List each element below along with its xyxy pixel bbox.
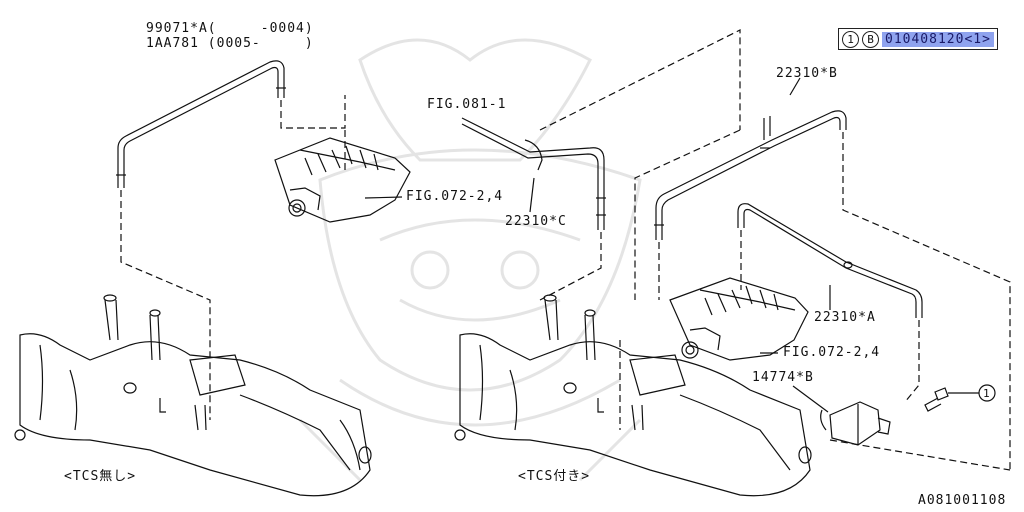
throttle-body-lower-right bbox=[669, 277, 809, 361]
left-dashed-guides bbox=[120, 95, 346, 420]
label-22310b: 22310*B bbox=[776, 66, 838, 81]
label-hose-line1: 99071*A( -0004) bbox=[146, 21, 314, 36]
vacuum-hose-22310a bbox=[737, 203, 923, 318]
label-tcs-without: <TCS無し> bbox=[64, 469, 137, 484]
label-14774b: 14774*B bbox=[752, 370, 814, 385]
label-fig-072-upper: FIG.072-2,4 bbox=[406, 189, 504, 204]
right-dashed-guides bbox=[539, 29, 1011, 471]
leader-22310b bbox=[789, 77, 801, 96]
label-fig-072-lower: FIG.072-2,4 bbox=[783, 345, 881, 360]
callout-circle bbox=[978, 384, 996, 402]
vacuum-hose-22310c bbox=[461, 117, 606, 230]
label-tcs-with: <TCS付き> bbox=[518, 469, 591, 484]
intake-manifold-right bbox=[454, 294, 812, 497]
label-22310c: 22310*C bbox=[505, 214, 567, 229]
label-22310a: 22310*A bbox=[814, 310, 876, 325]
label-hose-line2: 1AA781 (0005- ) bbox=[146, 36, 314, 51]
vacuum-hose-99071a bbox=[116, 60, 286, 188]
label-fig-081: FIG.081-1 bbox=[427, 97, 507, 112]
throttle-body-upper-left bbox=[274, 137, 411, 223]
ref-circle-badge: 1 bbox=[842, 30, 859, 48]
ref-letter-badge: B bbox=[862, 30, 879, 48]
solenoid-valve-14774b bbox=[792, 385, 891, 446]
reference-code-box: 1 B 010408120<1> bbox=[838, 28, 998, 50]
leader-22310c bbox=[529, 177, 535, 213]
intake-manifold-left bbox=[14, 294, 372, 497]
callout-number: 1 bbox=[983, 387, 990, 400]
ref-code-highlight[interactable]: 010408120<1> bbox=[882, 31, 994, 47]
diagram-number: A081001108 bbox=[918, 493, 1007, 508]
bolt bbox=[924, 387, 979, 412]
vacuum-hose-22310b bbox=[654, 110, 847, 240]
